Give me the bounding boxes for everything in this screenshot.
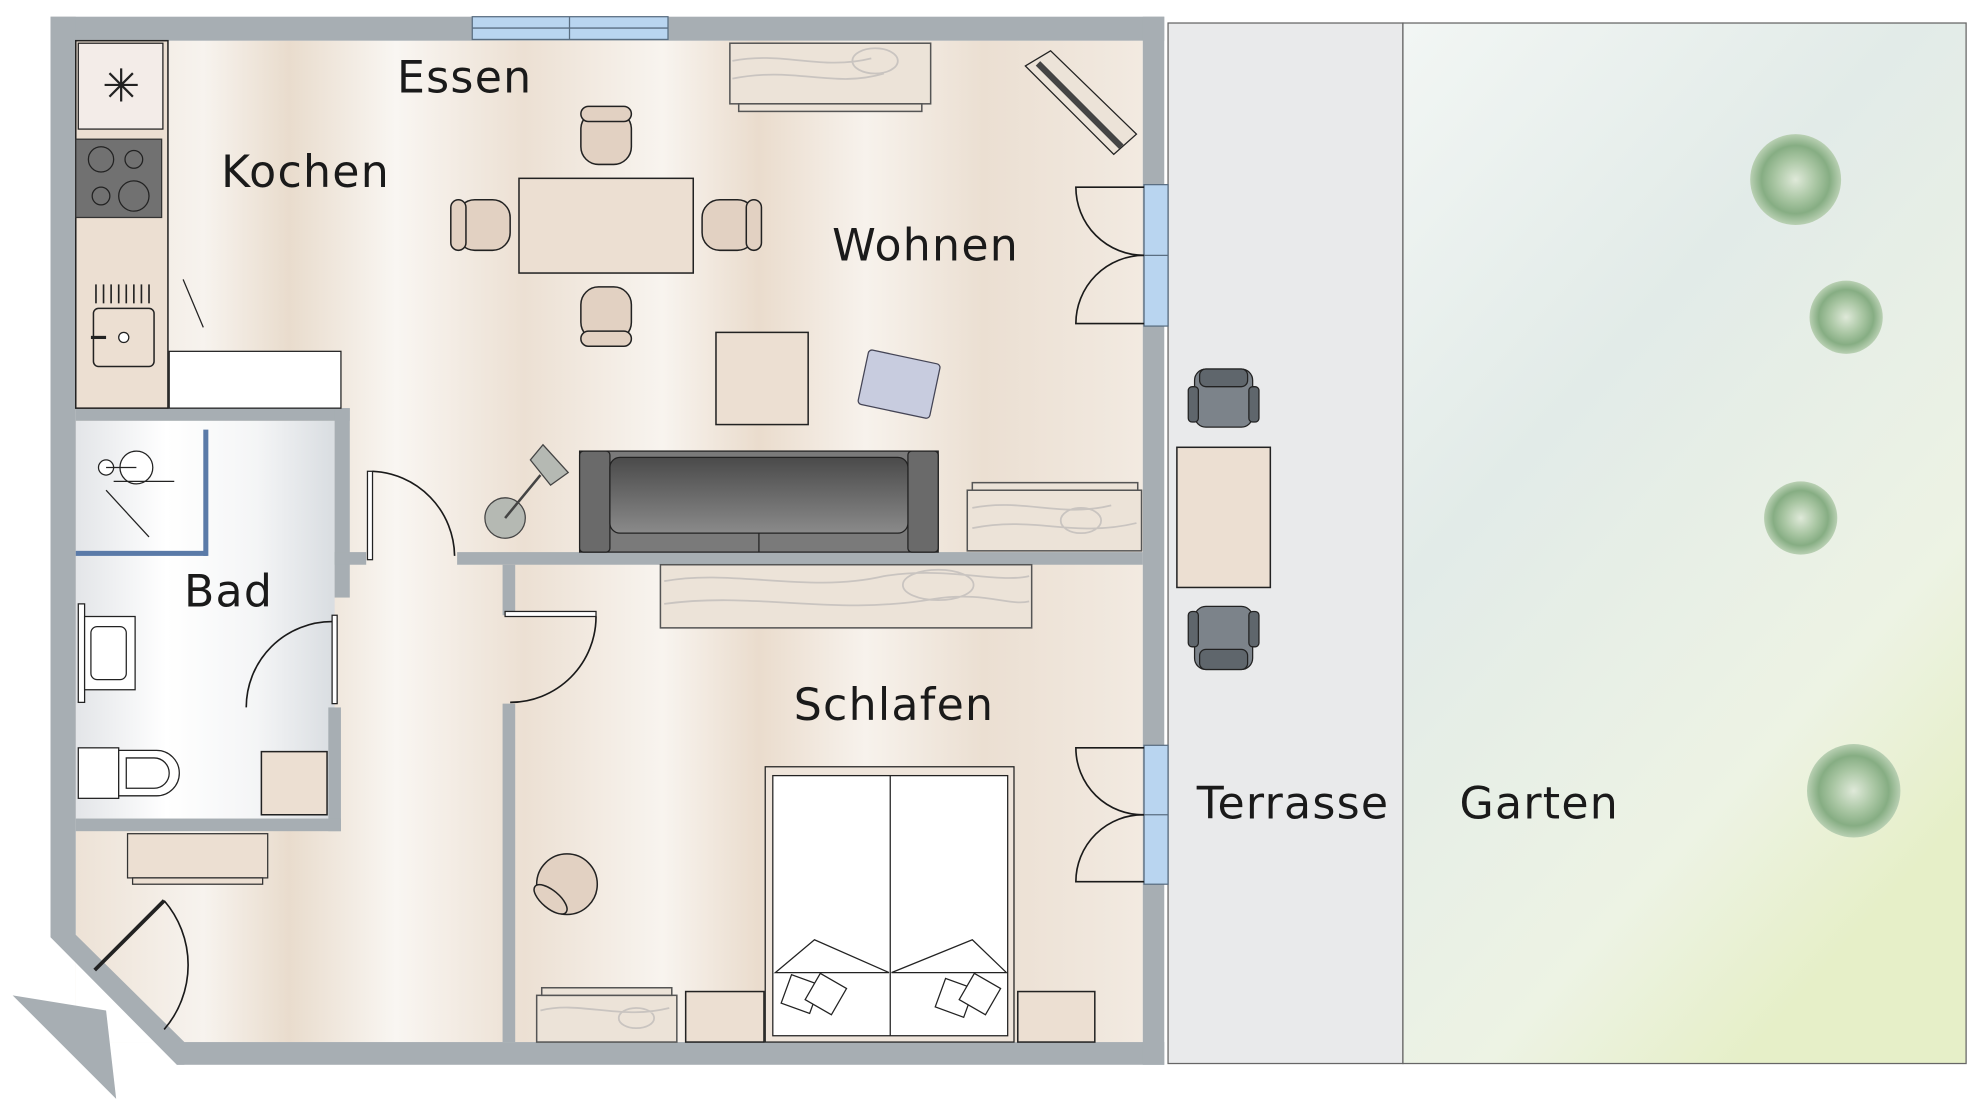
room-label-bad: Bad bbox=[184, 566, 273, 617]
room-label-wohnen: Wohnen bbox=[832, 220, 1019, 271]
bath-cabinet bbox=[260, 750, 328, 816]
pillow-icon bbox=[958, 972, 1002, 1016]
kitchen: ✳ bbox=[75, 39, 342, 409]
chair-icon bbox=[533, 853, 599, 916]
bath-sink bbox=[77, 603, 136, 704]
bathroom-fixtures bbox=[75, 429, 328, 816]
room-label-kochen: Kochen bbox=[221, 147, 390, 198]
fridge bbox=[77, 42, 164, 130]
chair-icon bbox=[450, 199, 511, 252]
garden-trees bbox=[1750, 134, 1901, 838]
tree-icon bbox=[1809, 280, 1883, 354]
sideboard bbox=[966, 481, 1143, 552]
windows bbox=[471, 16, 1169, 885]
sideboard bbox=[729, 42, 932, 113]
sofa bbox=[578, 450, 939, 553]
entry-shelf bbox=[126, 833, 269, 885]
room-label-schlafen: Schlafen bbox=[794, 680, 995, 731]
double-bed bbox=[764, 766, 1015, 1043]
floor-lamp-icon bbox=[484, 443, 570, 539]
pillow-icon bbox=[804, 972, 848, 1016]
doors bbox=[93, 186, 1145, 1030]
toilet-icon bbox=[77, 747, 180, 799]
tv-icon bbox=[1024, 50, 1138, 156]
chair-icon bbox=[701, 199, 763, 252]
tree-icon bbox=[1807, 744, 1901, 838]
terrace-chair-icon bbox=[1187, 368, 1260, 428]
room-label-essen: Essen bbox=[397, 52, 532, 103]
shower-wall bbox=[75, 550, 208, 556]
bedroom-furniture bbox=[533, 563, 1096, 1043]
dresser bbox=[535, 986, 678, 1043]
counter bbox=[168, 350, 342, 409]
shower-wall bbox=[203, 429, 209, 556]
dining-table bbox=[518, 177, 695, 274]
snowflake-icon: ✳ bbox=[102, 59, 140, 112]
entrance-marker bbox=[12, 995, 117, 1099]
chair-icon bbox=[580, 286, 633, 348]
wardrobe bbox=[659, 563, 1033, 629]
chair-icon bbox=[580, 105, 633, 166]
terrace-furniture bbox=[1176, 368, 1272, 671]
tree-icon bbox=[1750, 134, 1842, 226]
rug bbox=[857, 349, 941, 419]
living-furniture bbox=[484, 42, 1143, 553]
dining-set bbox=[450, 105, 763, 348]
terrace-chair-icon bbox=[1187, 605, 1260, 671]
nightstand bbox=[684, 990, 765, 1043]
coffee-table bbox=[715, 331, 809, 426]
terrace-table bbox=[1176, 446, 1272, 589]
stove bbox=[75, 138, 163, 219]
garden-area bbox=[1402, 22, 1967, 1065]
room-label-garten: Garten bbox=[1460, 779, 1620, 830]
nightstand bbox=[1017, 990, 1096, 1043]
tree-icon bbox=[1764, 481, 1838, 555]
room-label-terrasse: Terrasse bbox=[1196, 779, 1390, 830]
